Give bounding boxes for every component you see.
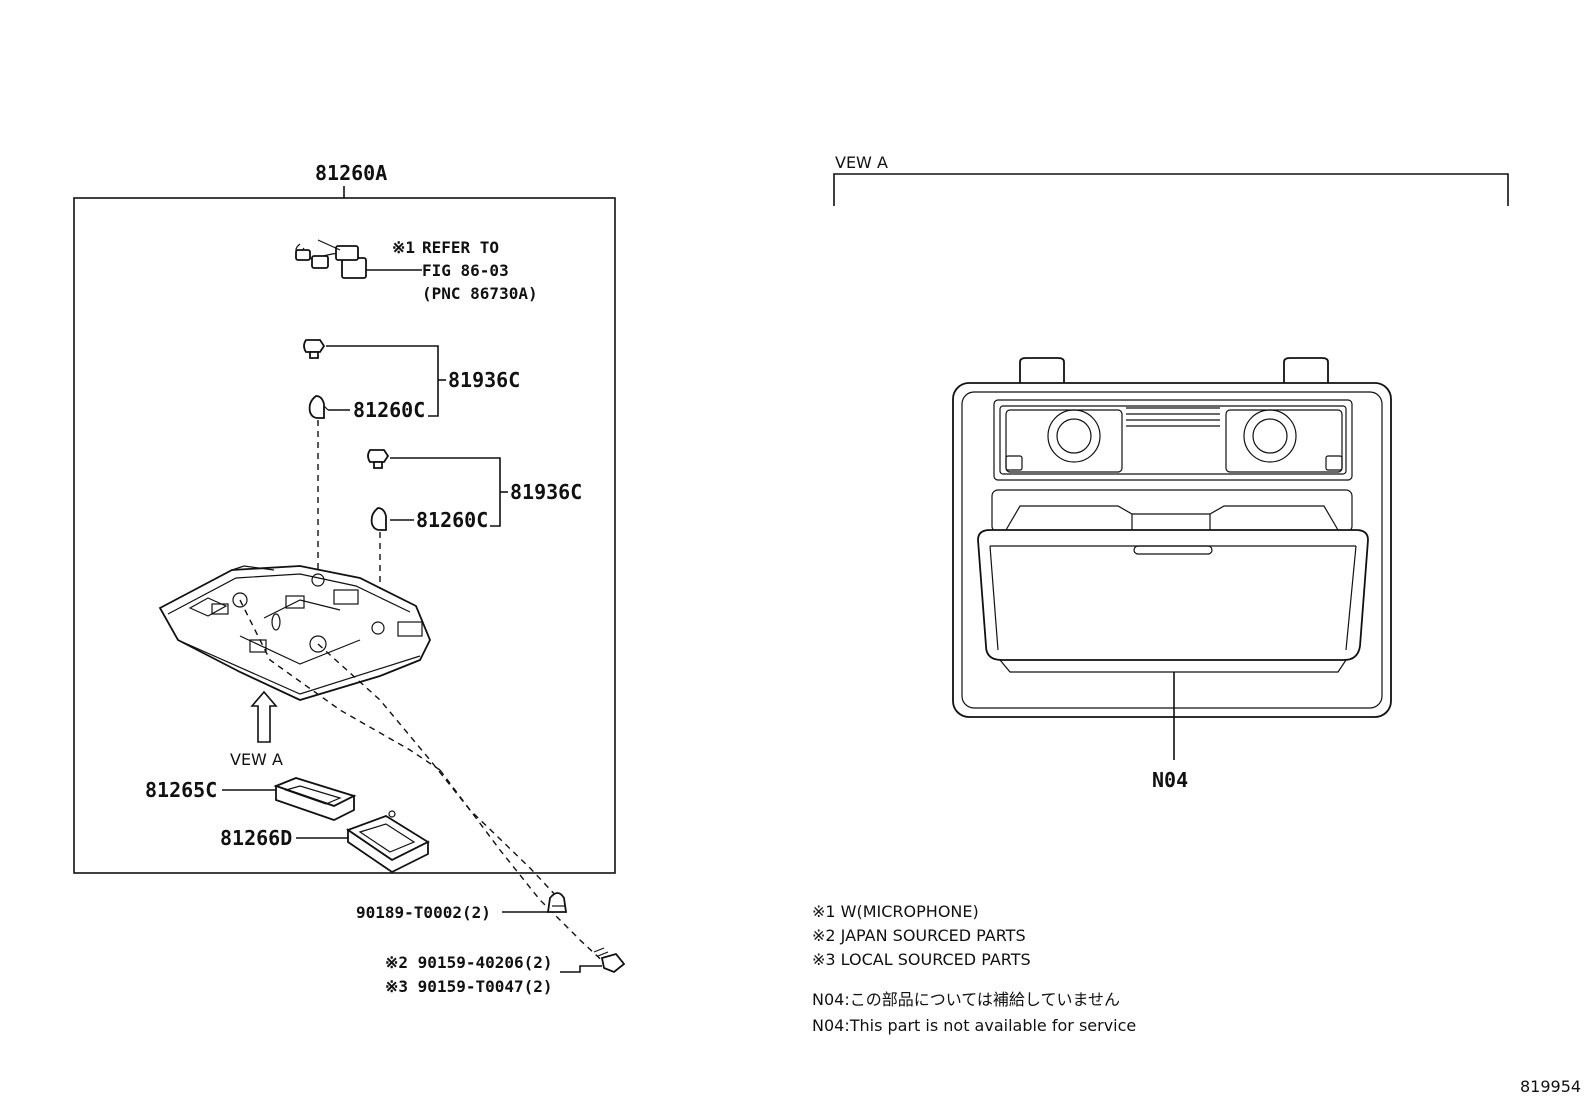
callout-81266d[interactable]: 81266D xyxy=(220,826,292,850)
n04-note-en: N04:This part is not available for servi… xyxy=(812,1016,1136,1035)
assembly-frame xyxy=(73,197,616,874)
lens-81266d-icon[interactable] xyxy=(346,810,430,874)
wire-harness-icon[interactable] xyxy=(295,239,367,279)
leader-90159 xyxy=(560,965,602,973)
clip-81260c-2-icon[interactable] xyxy=(370,507,387,531)
view-a-title: VEW A xyxy=(835,153,888,172)
screw-dash-b xyxy=(317,643,561,901)
note-1: ※1 W(MICROPHONE) xyxy=(812,902,979,921)
callout-n04[interactable]: N04 xyxy=(1152,768,1188,792)
screw-90159-icon[interactable] xyxy=(593,947,626,974)
n04-note-jp: N04:この部品については補給していません xyxy=(812,990,1120,1009)
bracket-81936c-1 xyxy=(326,345,439,417)
figure-number: 819954 xyxy=(1520,1077,1581,1096)
note-2: ※2 JAPAN SOURCED PARTS xyxy=(812,926,1026,945)
refer-line-1: REFER TO xyxy=(422,238,499,257)
assembly-label[interactable]: 81260A xyxy=(315,161,387,185)
note-3: ※3 LOCAL SOURCED PARTS xyxy=(812,950,1031,969)
view-a-arrow-icon xyxy=(250,690,278,743)
callout-90189[interactable]: 90189-T0002(2) xyxy=(356,903,491,922)
clip-81936c-1-icon[interactable] xyxy=(303,339,326,359)
callout-81265c[interactable]: 81265C xyxy=(145,778,217,802)
clip-90189-icon[interactable] xyxy=(546,892,568,913)
clip-81936c-2-icon[interactable] xyxy=(367,449,390,469)
callout-81936c-1[interactable]: 81936C xyxy=(448,368,520,392)
callout-90159a[interactable]: ※2 90159-40206(2) xyxy=(385,953,553,972)
clip-81260c-1-icon[interactable] xyxy=(308,395,329,419)
callout-81936c-2[interactable]: 81936C xyxy=(510,480,582,504)
console-housing-icon[interactable] xyxy=(158,565,431,701)
refer-mark: ※1 xyxy=(392,238,415,257)
refer-line-3: (PNC 86730A) xyxy=(422,284,538,303)
lens-81265c-icon[interactable] xyxy=(273,777,357,821)
refer-line-2[interactable]: FIG 86-03 xyxy=(422,261,509,280)
view-a-bracket xyxy=(833,173,1509,206)
callout-81260c-2[interactable]: 81260C xyxy=(416,508,488,532)
callout-81260c-1[interactable]: 81260C xyxy=(353,398,425,422)
screw-dash-a xyxy=(239,599,441,771)
screw-dash-c xyxy=(439,769,611,969)
console-front-view-icon xyxy=(952,357,1392,718)
view-a-label: VEW A xyxy=(230,750,283,769)
callout-90159b[interactable]: ※3 90159-T0047(2) xyxy=(385,977,553,996)
